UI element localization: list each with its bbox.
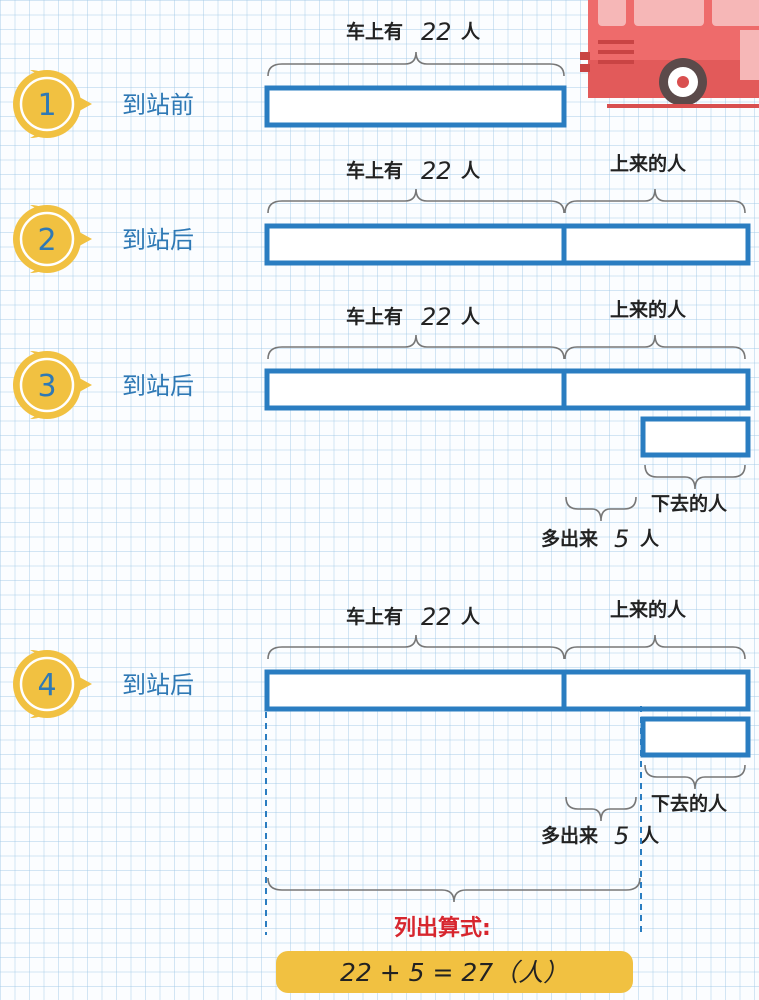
bar-on-bus <box>264 85 567 128</box>
bar-on-bus <box>264 368 567 411</box>
label-boarded: 上来的人 <box>610 152 687 175</box>
svg-text:人: 人 <box>461 606 481 628</box>
bar-on-bus <box>264 669 567 712</box>
bus-icon <box>580 0 759 108</box>
brace-boarded <box>564 334 746 360</box>
svg-text:多出来: 多出来 <box>541 824 598 847</box>
step-badge-1: 1 <box>13 70 92 138</box>
bar-boarded <box>561 223 751 266</box>
bar-alighted <box>640 416 751 458</box>
formula-bar <box>276 951 633 993</box>
brace-on-bus <box>267 188 565 214</box>
step-label: 到站后 <box>122 671 194 699</box>
step-number: 3 <box>37 369 56 404</box>
formula-title: 列出算式: <box>394 915 491 941</box>
step-2-label-on-bus: 车上有 22 人 <box>346 157 481 185</box>
svg-text:人: 人 <box>461 306 481 328</box>
svg-text:22: 22 <box>421 603 452 631</box>
label-boarded: 上来的人 <box>610 298 687 321</box>
formula-expression: 22 + 5 = 27（人） <box>340 958 568 987</box>
svg-text:22: 22 <box>421 18 452 46</box>
step-4-label-on-bus: 车上有 22 人 <box>346 603 481 631</box>
label-alighted: 下去的人 <box>651 792 728 815</box>
brace-boarded <box>564 188 746 214</box>
svg-text:车上有: 车上有 <box>346 159 403 182</box>
svg-text:5: 5 <box>614 525 629 553</box>
svg-text:车上有: 车上有 <box>346 305 403 328</box>
step-number: 1 <box>37 88 56 123</box>
svg-text:车上有: 车上有 <box>346 605 403 628</box>
step-3-label-on-bus: 车上有 22 人 <box>346 303 481 331</box>
svg-text:人: 人 <box>640 528 660 550</box>
bar-boarded <box>561 368 751 411</box>
svg-text:人: 人 <box>461 21 481 43</box>
step-badge-2: 2 <box>13 205 92 273</box>
brace-on-bus <box>267 334 565 360</box>
step-label: 到站后 <box>122 226 194 254</box>
brace-total <box>267 877 641 903</box>
step-label: 到站前 <box>122 91 194 119</box>
bar-on-bus <box>264 223 567 266</box>
svg-text:22: 22 <box>421 303 452 331</box>
step-number: 2 <box>37 223 56 258</box>
bar-boarded <box>561 669 751 712</box>
step-badge-3: 3 <box>13 351 92 419</box>
label-alighted: 下去的人 <box>651 492 728 515</box>
step-1-label-on-bus: 车上有 22 人 <box>346 18 481 46</box>
brace-alighted <box>644 764 746 790</box>
svg-text:5: 5 <box>614 822 629 850</box>
brace-on-bus <box>267 634 565 660</box>
svg-text:车上有: 车上有 <box>346 20 403 43</box>
step-number: 4 <box>37 668 56 703</box>
step-badge-4: 4 <box>13 650 92 718</box>
brace-extra <box>565 796 637 822</box>
step-label: 到站后 <box>122 372 194 400</box>
step-3-label-extra: 多出来 5 人 <box>541 525 660 553</box>
svg-text:22: 22 <box>421 157 452 185</box>
brace-on-bus <box>267 51 565 77</box>
svg-text:多出来: 多出来 <box>541 527 598 550</box>
brace-extra <box>565 496 637 522</box>
label-boarded: 上来的人 <box>610 598 687 621</box>
step-4-label-extra: 多出来 5 人 <box>541 822 660 850</box>
brace-boarded <box>564 634 746 660</box>
svg-text:人: 人 <box>640 825 660 847</box>
brace-alighted <box>644 464 746 490</box>
bar-alighted <box>640 716 751 758</box>
svg-text:人: 人 <box>461 160 481 182</box>
